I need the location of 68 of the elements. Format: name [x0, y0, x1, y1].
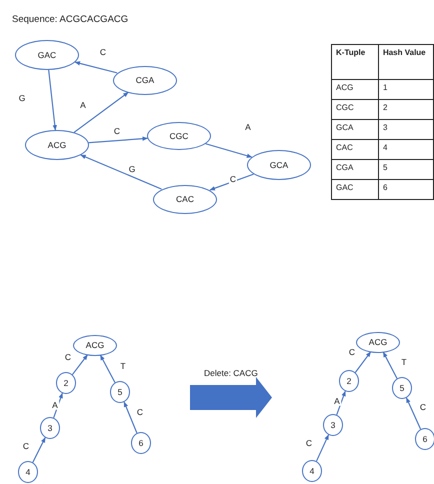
kmer-ellipse: ACG — [356, 332, 400, 352]
arrow — [72, 354, 88, 375]
arrow — [354, 351, 372, 373]
edge-label: A — [333, 396, 341, 406]
table-cell: CGC — [332, 100, 378, 120]
hash-circle: 4 — [302, 460, 322, 482]
hash-circle: 6 — [415, 428, 434, 450]
table-cell: 2 — [378, 100, 434, 120]
arrow — [74, 61, 118, 74]
kmer-ellipse: CGA — [113, 66, 177, 94]
kmer-ellipse: CAC — [153, 184, 217, 214]
arrow — [124, 402, 138, 434]
edge-label: C — [418, 402, 428, 412]
edge-label: C — [348, 348, 356, 356]
hash-circle: 6 — [131, 432, 151, 454]
edge-label: A — [79, 100, 87, 110]
edge-label: C — [64, 352, 72, 362]
edge-label: C — [304, 438, 314, 448]
hash-circle: 2 — [339, 370, 359, 392]
edge-label: G — [128, 164, 136, 174]
kmer-ellipse: GAC — [15, 40, 79, 70]
arrow — [100, 354, 116, 383]
arrow — [32, 437, 46, 463]
arrow — [210, 174, 254, 190]
table-header: Hash Value — [378, 44, 434, 80]
edge-label: A — [51, 400, 59, 410]
edge-label: G — [18, 94, 26, 102]
kmer-ellipse: ACG — [25, 130, 89, 160]
arrow — [406, 397, 422, 430]
table-cell: 3 — [378, 120, 434, 140]
arrow — [206, 143, 252, 158]
arrow-caption: Delete: CACG — [204, 368, 258, 378]
kmer-ellipse: CGC — [147, 122, 211, 150]
table-cell: ACG — [332, 80, 378, 100]
hash-circle: 2 — [56, 372, 76, 394]
hash-circle: 3 — [40, 417, 60, 439]
hash-circle: 5 — [392, 377, 412, 399]
table-cell: 1 — [378, 80, 434, 100]
arrow — [88, 136, 148, 144]
sequence-title: Sequence: ACGCACGACG — [12, 14, 128, 25]
hash-circle: 4 — [18, 461, 38, 483]
table-cell: 5 — [378, 160, 434, 180]
arrow — [80, 154, 162, 190]
edge-label: T — [119, 362, 127, 370]
table-cell: CAC — [332, 140, 378, 160]
hash-circle: 3 — [323, 414, 343, 436]
kmer-ellipse: GCA — [247, 150, 311, 180]
arrow — [53, 392, 63, 418]
edge-label: C — [112, 126, 122, 136]
table-cell: GAC — [332, 180, 378, 200]
arrow — [336, 390, 346, 415]
table-cell: CGA — [332, 160, 378, 180]
edge-label: C — [98, 48, 108, 56]
hash-circle: 5 — [110, 381, 130, 403]
arrow — [316, 434, 330, 462]
table-cell: 6 — [378, 180, 434, 200]
arrow — [48, 70, 57, 131]
edge-label: C — [228, 174, 238, 184]
table-cell: 4 — [378, 140, 434, 160]
arrow — [74, 92, 129, 133]
edge-label: T — [400, 358, 408, 366]
edge-label: C — [22, 442, 30, 450]
kmer-ellipse: ACG — [73, 334, 117, 356]
edge-label: C — [136, 408, 144, 416]
arrow — [382, 352, 398, 379]
edge-label: A — [244, 122, 252, 132]
table-header: K-Tuple — [332, 44, 378, 80]
table-cell: GCA — [332, 120, 378, 140]
